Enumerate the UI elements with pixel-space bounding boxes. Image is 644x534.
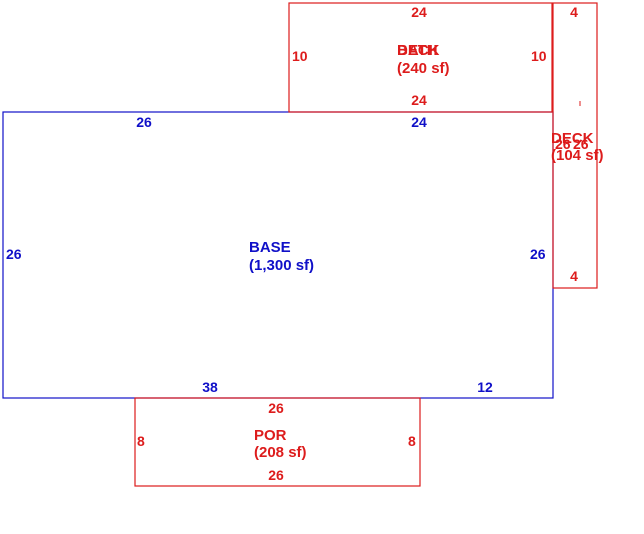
base-name-label: BASE: [249, 239, 291, 256]
deck-top-overlay-label: BATH: [397, 42, 438, 59]
deck-top-name-label: DECK: [397, 42, 440, 59]
porch-dim-top: 26: [268, 400, 284, 416]
deck-right-dim-side-a: 26: [555, 136, 571, 152]
deck-top-dim-right: 10: [531, 48, 547, 64]
base-dim-top-right: 24: [411, 114, 427, 130]
deck-right-outline: [552, 2, 598, 289]
base-dim-left: 26: [6, 246, 22, 262]
base-dim-bottom-left: 38: [202, 379, 218, 395]
base-area-label: (1,300 sf): [249, 257, 314, 274]
base-dim-right: 26: [530, 246, 546, 262]
deck-top-dim-bottom: 24: [411, 92, 427, 108]
deck-right-area-label: (104 sf): [551, 147, 604, 164]
base-dim-bottom-right: 12: [477, 379, 493, 395]
deck-right-dim-side-b: 26: [573, 136, 589, 152]
base-dim-top-left: 26: [136, 114, 152, 130]
porch-name-label: POR: [254, 427, 287, 444]
porch-area-label: (208 sf): [254, 444, 307, 461]
porch-dim-right: 8: [408, 433, 416, 449]
deck-right-dim-bottom: 4: [570, 268, 578, 284]
deck-right-dim-top: 4: [570, 4, 578, 20]
deck-right-name-label: DECK: [551, 130, 594, 147]
porch-outline: [134, 397, 421, 487]
deck-top-dim-top: 24: [411, 4, 427, 20]
porch-dim-left: 8: [137, 433, 145, 449]
deck-top-dim-left: 10: [292, 48, 308, 64]
deck-top-outline: [288, 2, 553, 113]
porch-dim-bottom: 26: [268, 467, 284, 483]
deck-top-area-label: (240 sf): [397, 60, 450, 77]
